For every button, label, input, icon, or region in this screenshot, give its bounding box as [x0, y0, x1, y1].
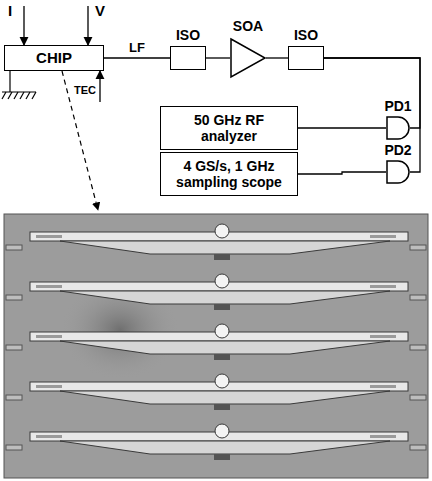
- device-box: 50 GHz RF analyzer: [160, 106, 298, 150]
- device-box: 4 GS/s, 1 GHz sampling scope: [160, 152, 298, 196]
- fiber-connector: [298, 127, 386, 128]
- d-path: [387, 161, 409, 183]
- device-box: CHIP: [4, 45, 104, 71]
- chip-photo: [4, 214, 428, 478]
- photodiode-symbol: PD2: [386, 160, 410, 184]
- ground-symbol: [2, 70, 36, 99]
- edge-label: LF: [127, 40, 147, 55]
- signal-label: TEC: [74, 84, 96, 96]
- device-box: ISO: [288, 46, 324, 70]
- pointer-arrow: [62, 71, 98, 210]
- node-label: SOA: [233, 18, 263, 34]
- fiber-connector: [266, 57, 288, 58]
- signal-label: I: [8, 2, 12, 19]
- laser-structure: [6, 274, 426, 310]
- laser-structure: [6, 374, 426, 410]
- node-label: ISO: [176, 27, 200, 43]
- laser-structure: [6, 324, 426, 360]
- amplifier-triangle: SOA: [230, 38, 266, 78]
- node-label: PD2: [384, 142, 411, 158]
- device-box: ISO: [170, 46, 206, 70]
- laser-structure: [6, 424, 426, 460]
- node-label: ISO: [294, 27, 318, 43]
- d-outline: [386, 160, 410, 184]
- fiber-connector: [324, 58, 420, 128]
- photodiode-symbol: PD1: [386, 116, 410, 140]
- fiber-connector: [324, 58, 420, 172]
- triangle-outline: [230, 38, 266, 78]
- signal-label: V: [95, 2, 105, 19]
- d-path: [387, 117, 409, 139]
- triangle-path: [231, 39, 265, 77]
- node-label: CHIP: [32, 49, 76, 66]
- fiber-connector: [298, 172, 386, 174]
- node-label: 50 GHz RF analyzer: [165, 112, 293, 144]
- current-arrow: [23, 6, 24, 45]
- laser-structure: [6, 224, 426, 260]
- voltage-arrow: [87, 6, 88, 45]
- node-label: 4 GS/s, 1 GHz sampling scope: [165, 158, 293, 190]
- fiber-connector: [104, 57, 170, 58]
- fiber-connector: [206, 57, 230, 58]
- node-label: PD1: [384, 98, 411, 114]
- tec-arrow: [99, 71, 100, 102]
- d-outline: [386, 116, 410, 140]
